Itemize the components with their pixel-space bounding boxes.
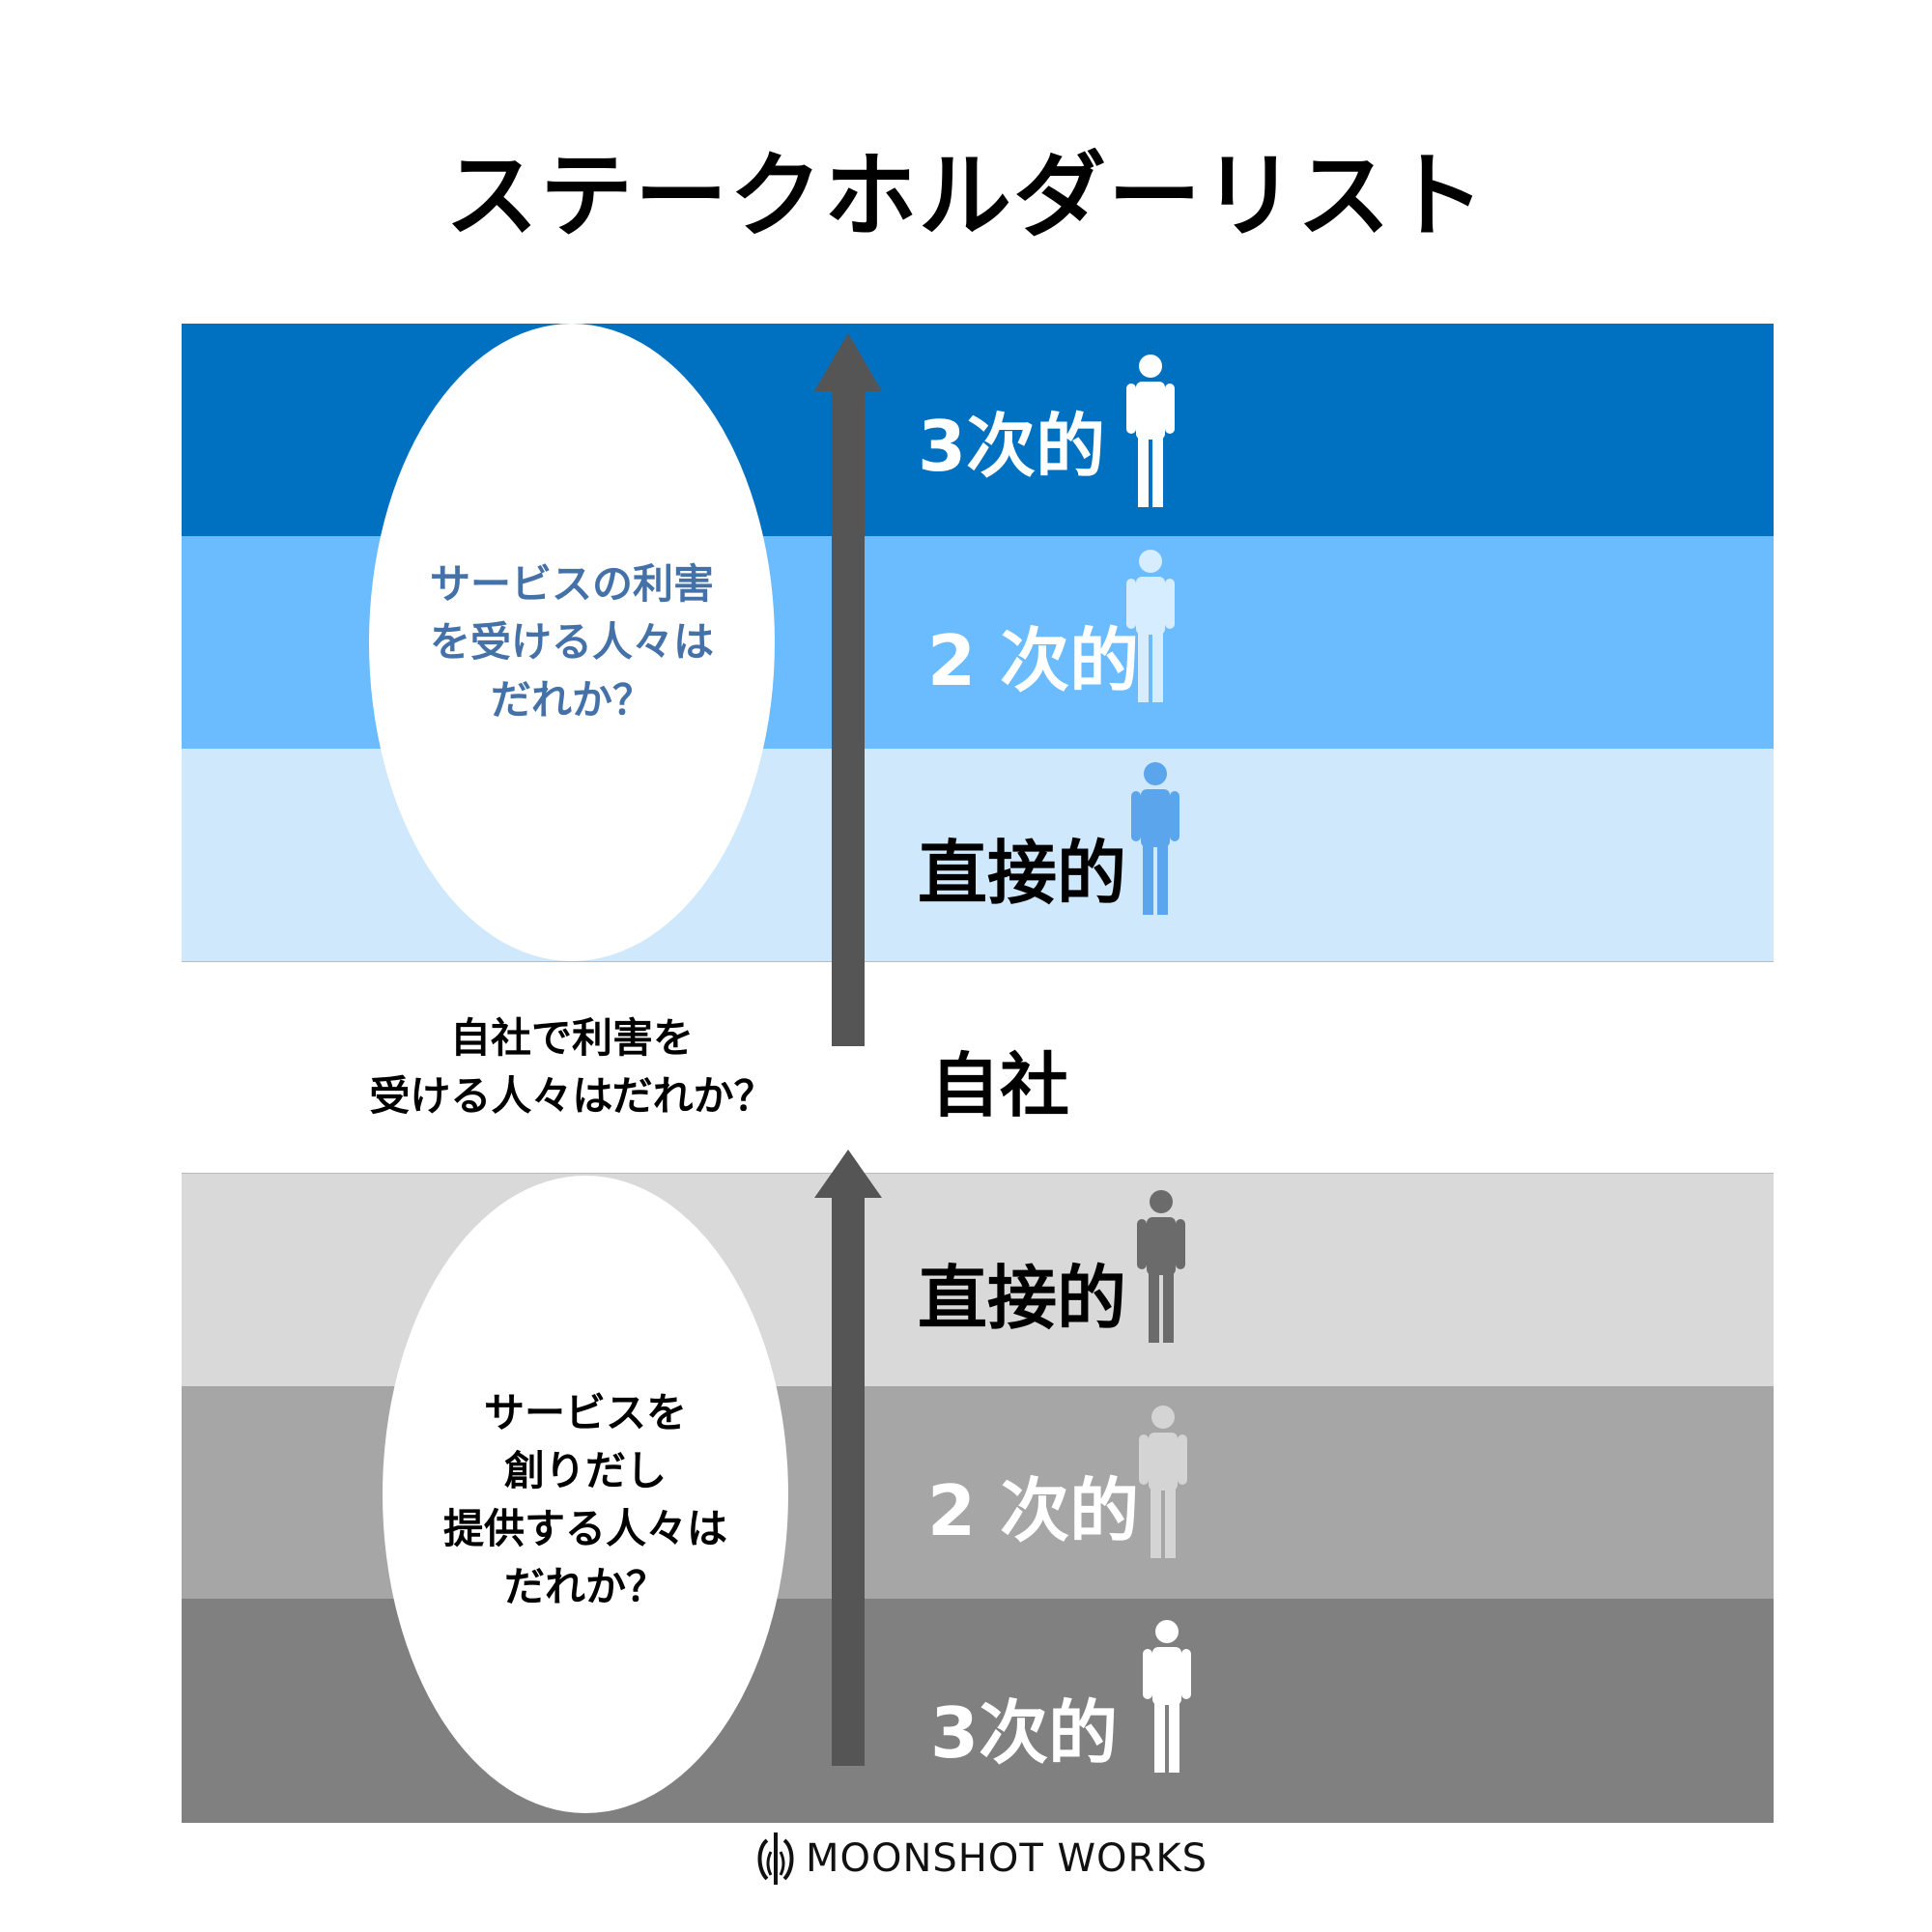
logo-text: MOONSHOT WORKS bbox=[806, 1836, 1208, 1881]
provider-bubble-line: サービスを bbox=[483, 1389, 687, 1436]
moonshot-logo-icon bbox=[757, 1833, 794, 1885]
band-label-secondary-benefit: 2 次的 bbox=[927, 620, 1140, 701]
band-label-tertiary-benefit: 3次的 bbox=[918, 406, 1106, 487]
benefit-bubble bbox=[369, 324, 775, 961]
benefit-bubble-line: だれか？ bbox=[490, 676, 653, 724]
brand-logo: MOONSHOT WORKS bbox=[753, 1831, 1207, 1889]
band-label-direct-provider: 直接的 bbox=[918, 1258, 1127, 1339]
lower-arrow bbox=[814, 1150, 882, 1766]
person-icon bbox=[1131, 762, 1179, 915]
provider-bubble-line: だれか？ bbox=[503, 1563, 667, 1610]
benefit-bubble-line: を受ける人々は bbox=[429, 618, 714, 666]
upper-arrow-shaft bbox=[832, 389, 865, 1046]
provider-bubble-line: 提供する人々は bbox=[442, 1505, 727, 1552]
person-icon bbox=[1143, 1620, 1191, 1773]
benefit-bubble-text: サービスの利害 を受ける人々は だれか？ bbox=[369, 555, 775, 729]
provider-bubble bbox=[383, 1176, 788, 1813]
page-title: ステークホルダーリスト bbox=[445, 142, 1487, 250]
band-company bbox=[182, 961, 1774, 1174]
company-question-line: 受ける人々はだれか？ bbox=[369, 1072, 775, 1120]
upper-arrow bbox=[814, 333, 882, 1046]
person-icon bbox=[1139, 1406, 1187, 1558]
band-label-company: 自社 bbox=[930, 1045, 1070, 1126]
stakeholder-diagram: サービスの利害 を受ける人々は だれか？ 自社で利害を 受ける人々はだれか？ サ… bbox=[182, 324, 1774, 1823]
person-icon bbox=[1137, 1190, 1185, 1343]
person-icon bbox=[1126, 550, 1175, 702]
provider-bubble-text: サービスを 創りだし 提供する人々は だれか？ bbox=[383, 1384, 788, 1616]
lower-arrow-head bbox=[814, 1150, 882, 1198]
provider-bubble-line: 創りだし bbox=[503, 1447, 667, 1494]
upper-arrow-head bbox=[814, 333, 882, 391]
company-question-line: 自社で利害を bbox=[449, 1014, 694, 1062]
lower-arrow-shaft bbox=[832, 1196, 865, 1766]
benefit-bubble-line: サービスの利害 bbox=[429, 560, 714, 608]
band-label-direct-benefit: 直接的 bbox=[918, 833, 1127, 914]
band-label-tertiary-provider: 3次的 bbox=[930, 1692, 1119, 1774]
band-label-secondary-provider: 2 次的 bbox=[927, 1470, 1140, 1551]
company-question-text: 自社で利害を 受ける人々はだれか？ bbox=[369, 1009, 775, 1125]
person-icon bbox=[1126, 355, 1175, 507]
